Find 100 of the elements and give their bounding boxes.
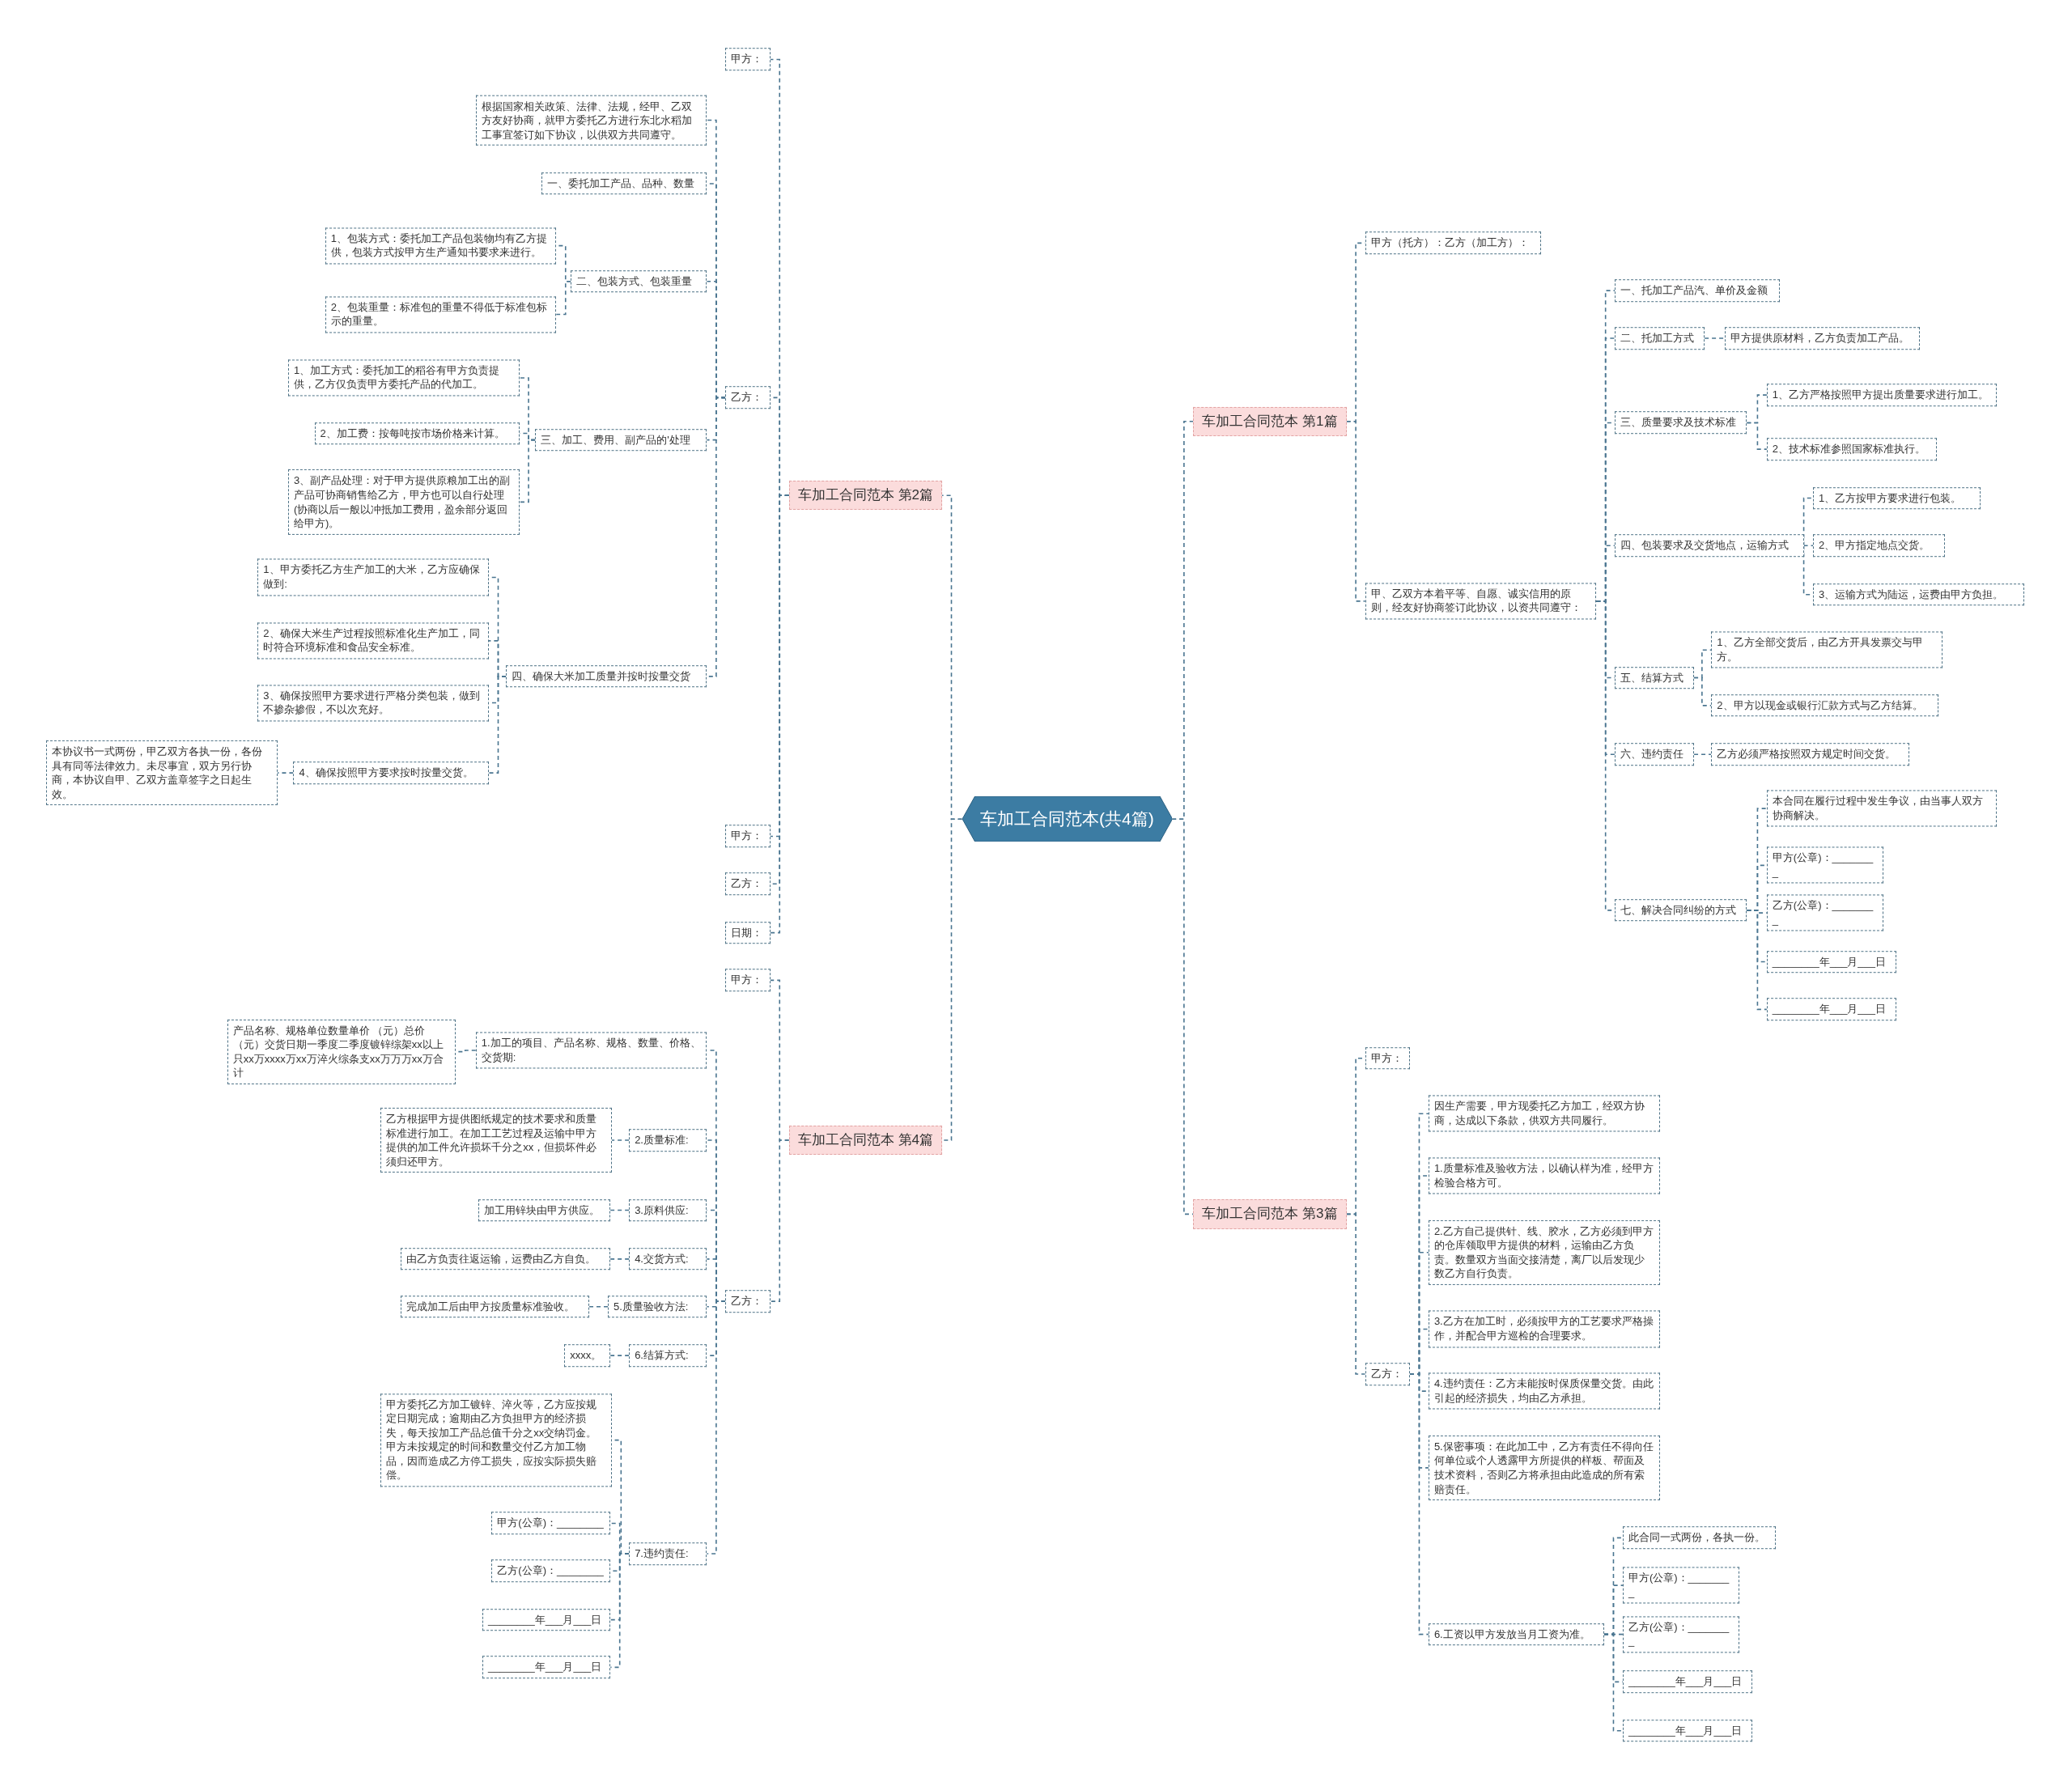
topic-node: 二、包装方式、包装重量 [571, 270, 707, 293]
branch-topic: 车加工合同范本 第2篇 [788, 481, 943, 511]
connector-line [1802, 545, 1814, 547]
topic-node: 1、乙方全部交货后，由乙方开具发票交与甲方。 [1711, 631, 1942, 668]
topic-node: 3、副产品处理：对于甲方提供原粮加工出的副产品可协商销售给乙方，甲方也可以自行处理(协商以后一般以冲抵加工费用，盈余部分返回给甲方)。 [287, 469, 520, 535]
topic-node: ________年___月___日 [1622, 1670, 1752, 1694]
topic-node: 根据国家相关政策、法律、法规，经甲、乙双方友好协商，就甲方委托乙方进行东北水稻加工事宜签订如下协议，以供双方共同遵守。 [475, 95, 707, 146]
topic-node: 4.交货方式: [629, 1248, 707, 1270]
branch-topic: 车加工合同范本 第3篇 [1193, 1199, 1347, 1229]
topic-node: 3、运输方式为陆运，运费由甲方负担。 [1813, 583, 2025, 606]
branch-topic: 车加工合同范本 第4篇 [788, 1125, 943, 1155]
topic-node: ________年___月___日 [1766, 998, 1896, 1021]
topic-node: 由乙方负责往返运输，运费由乙方自负。 [400, 1248, 611, 1270]
topic-node: 乙方根据甲方提供图纸规定的技术要求和质量标准进行加工。在加工工艺过程及运输中甲方提供的加工件允许损坏千分之xx，但损坏件必须归还甲方。 [380, 1107, 612, 1173]
topic-node: 2、确保大米生产过程按照标准化生产加工，同时符合环境标准和食品安全标准。 [257, 622, 490, 660]
topic-node: ________年___月___日 [482, 1608, 611, 1631]
topic-node: 2、包装重量：标准包的重量不得低于标准包标示的重量。 [325, 296, 557, 333]
topic-node: 乙方： [725, 872, 771, 895]
topic-node: 二、托加工方式 [1615, 327, 1705, 350]
topic-node: 一、委托加工产品、品种、数量 [541, 172, 707, 195]
topic-node: 一、托加工产品汽、单价及金额 [1615, 279, 1781, 302]
connector-line [1746, 422, 1768, 450]
topic-node: 6.工资以甲方发放当月工资为准。 [1428, 1622, 1605, 1646]
topic-node: 本协议书一式两份，甲乙双方各执一份，各份具有同等法律效力。未尽事宜，双方另行协商，本协议自甲、乙双方盖章签字之日起生效。 [46, 740, 278, 806]
topic-node: ________年___月___日 [482, 1656, 611, 1679]
topic-node: ________年___月___日 [1766, 950, 1896, 973]
topic-node: 完成加工后由甲方按质量标准验收。 [400, 1295, 590, 1318]
connector-line [588, 1305, 609, 1308]
topic-node: 1、包装方式：委托加工产品包装物均有乙方提供，包装方式按甲方生产通知书要求来进行。 [325, 227, 557, 265]
topic-node: 2、甲方以现金或银行汇款方式与乙方结算。 [1711, 694, 1939, 717]
topic-node: 甲方： [725, 48, 771, 71]
connector-line [1345, 1213, 1366, 1375]
connector-line [1171, 818, 1195, 1215]
topic-node: 2.质量标准: [629, 1129, 707, 1152]
topic-node: 四、确保大米加工质量并按时按量交货 [506, 665, 707, 688]
topic-node: 1.加工的项目、产品名称、规格、数量、价格、交货期: [475, 1032, 707, 1069]
topic-node: xxxx。 [564, 1344, 611, 1367]
topic-node: 乙方必须严格按照双方规定时间交货。 [1711, 743, 1910, 766]
topic-node: 3.乙方在加工时，必须按甲方的工艺要求严格操作，并配合甲方巡检的合理要求。 [1428, 1310, 1660, 1347]
connector-line [611, 1139, 630, 1141]
connector-line [609, 1553, 630, 1669]
topic-node: 本合同在履行过程中发生争议，由当事人双方协商解决。 [1766, 790, 1997, 827]
topic-node: 六、违约责任 [1615, 743, 1695, 766]
topic-node: 甲方： [725, 969, 771, 992]
connector-line [1693, 677, 1713, 706]
topic-node: 1.质量标准及验收方法，以确认样为准，经甲方检验合格方可。 [1428, 1157, 1660, 1194]
topic-node: 1、甲方委托乙方生产加工的大米，乙方应确保做到: [257, 558, 490, 596]
topic-node: 三、加工、费用、副产品的'处理 [535, 428, 707, 452]
topic-node: 甲方(公章)：________ [1766, 846, 1883, 884]
topic-node: 1、加工方式：委托加工的稻谷有甲方负责提供，乙方仅负责甲方委托产品的代加工。 [287, 359, 520, 397]
topic-node: 三、质量要求及技术标准 [1615, 411, 1747, 435]
topic-node: 乙方： [725, 1290, 771, 1313]
connector-line [1409, 1373, 1429, 1635]
topic-node: 乙方(公章)：________ [1622, 1616, 1739, 1653]
connector-line [1704, 337, 1726, 339]
branch-topic: 车加工合同范本 第1篇 [1193, 406, 1347, 436]
topic-node: 甲方： [1365, 1047, 1410, 1070]
topic-node: 7.违约责任: [629, 1542, 707, 1565]
topic-node: 2.乙方自己提供针、线、胶水，乙方必须到甲方的仓库领取甲方提供的材料，运输由乙方负责。数量双方当面交接清楚，离厂以后发现少数乙方自行负责。 [1428, 1219, 1660, 1285]
connector-line [277, 772, 295, 774]
topic-node: 6.结算方式: [629, 1344, 707, 1367]
connector-line [1693, 753, 1713, 756]
topic-node: 2、加工费：按每吨按市场价格来计算。 [314, 422, 520, 445]
topic-node: 甲方(公章)：________ [491, 1512, 611, 1535]
topic-node: 五、结算方式 [1615, 666, 1695, 689]
topic-node: 1、乙方严格按照甲方提出质量要求进行加工。 [1766, 384, 1997, 406]
connector-line [941, 818, 963, 1141]
topic-node: 3.原料供应: [629, 1198, 707, 1222]
topic-node: 因生产需要，甲方现委托乙方加工，经双方协商，达成以下条款，供双方共同履行。 [1428, 1095, 1660, 1132]
topic-node: 2、技术标准参照国家标准执行。 [1766, 438, 1938, 460]
connector-line [609, 1209, 630, 1211]
topic-node: 2、甲方指定地点交货。 [1813, 534, 1946, 558]
topic-node: 4.违约责任：乙方未能按时保质保量交货。由此引起的经济损失，均由乙方承担。 [1428, 1372, 1660, 1410]
topic-node: 甲方提供原材料，乙方负责加工产品。 [1724, 327, 1921, 350]
topic-node: 四、包装要求及交货地点，运输方式 [1615, 534, 1804, 558]
topic-node: 乙方(公章)：________ [491, 1559, 611, 1582]
topic-node: 甲方： [725, 825, 771, 848]
connector-line [770, 1139, 790, 1302]
central-topic-text: 车加工合同范本(共4篇) [980, 808, 1154, 830]
topic-node: 乙方： [725, 386, 771, 409]
topic-node: 甲、乙双方本着平等、自愿、诚实信用的原则，经友好协商签订此协议，以资共同遵守： [1365, 583, 1597, 620]
topic-node: 日期： [725, 921, 771, 944]
topic-node: 甲方(公章)：________ [1622, 1567, 1739, 1604]
connector-line [1345, 421, 1366, 602]
topic-node: 5.质量验收方法: [608, 1295, 707, 1318]
topic-node: 3、确保按照甲方要求进行严格分类包装，做到不掺杂掺假，不以次充好。 [257, 685, 490, 722]
topic-node: ________年___月___日 [1622, 1720, 1752, 1742]
topic-node: 此合同一式两份，各执一份。 [1622, 1526, 1777, 1550]
topic-node: 1、乙方按甲方要求进行包装。 [1813, 486, 1981, 510]
connector-line [1603, 1633, 1624, 1732]
topic-node: 4、确保按照甲方要求按时按量交货。 [293, 761, 490, 784]
topic-node: 乙方： [1365, 1363, 1410, 1385]
connector-line [609, 1258, 630, 1260]
topic-node: 产品名称、规格单位数量单价 （元）总价（元）交货日期一季度二季度镀锌综架xx以上只xx万xxxx万xx万淬火综条支xx万万万xx万合计 [227, 1019, 456, 1084]
connector-line [555, 280, 572, 316]
topic-node: 甲方委托乙方加工镀锌、淬火等，乙方应按规定日期完成；逾期由乙方负担甲方的经济损失，每天按加工产品总值千分之xx交纳罚金。甲方未按规定的时间和数量交付乙方加工物品，因而造成乙方停工损失，应按实际损失赔偿。 [380, 1393, 612, 1487]
topic-node: 5.保密事项：在此加工中，乙方有责任不得向任何单位或个人透露甲方所提供的样板、帮面及技术资料，否则乙方将承担由此造成的所有索赔责任。 [1428, 1435, 1660, 1500]
topic-node: 七、解决合同纠纷的方式 [1615, 899, 1747, 922]
topic-node: 乙方(公章)：________ [1766, 894, 1883, 931]
connector-line [609, 1355, 630, 1356]
